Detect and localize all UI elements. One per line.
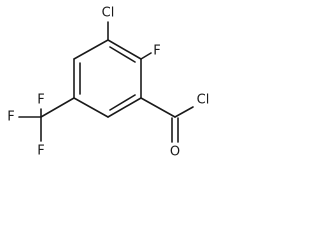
bond-c5-cf3 [40,97,75,118]
atom-label-acyl-chlorine: Cl [197,93,210,108]
atom-label-carbonyl-oxygen: O [170,145,180,160]
atom-label-fluorine-ring: F [153,44,160,59]
atom-label-cf3-fluorine-left: F [7,110,14,125]
bond-carbonyl-chlorine [174,106,194,118]
ring-inner-double-c1-c2 [109,46,136,63]
bond-c2-fluorine [140,52,152,60]
atom-label-cf3-fluorine-bottom: F [37,144,44,159]
atom-label-chlorine-ring: Cl [102,6,115,21]
ring-inner-double-c3-c4 [109,94,136,111]
chemical-structure: Cl F Cl O F F F [7,6,210,160]
bond-c3-carbonyl [140,97,176,118]
atom-label-cf3-fluorine-top: F [37,93,44,108]
ring-bond-c4-c5 [73,97,109,118]
ring-bond-c3-c4 [107,97,142,118]
ring-bond-c6-c1 [73,39,109,60]
ring-bond-c1-c2 [107,39,142,60]
benzene-ring [73,39,142,118]
